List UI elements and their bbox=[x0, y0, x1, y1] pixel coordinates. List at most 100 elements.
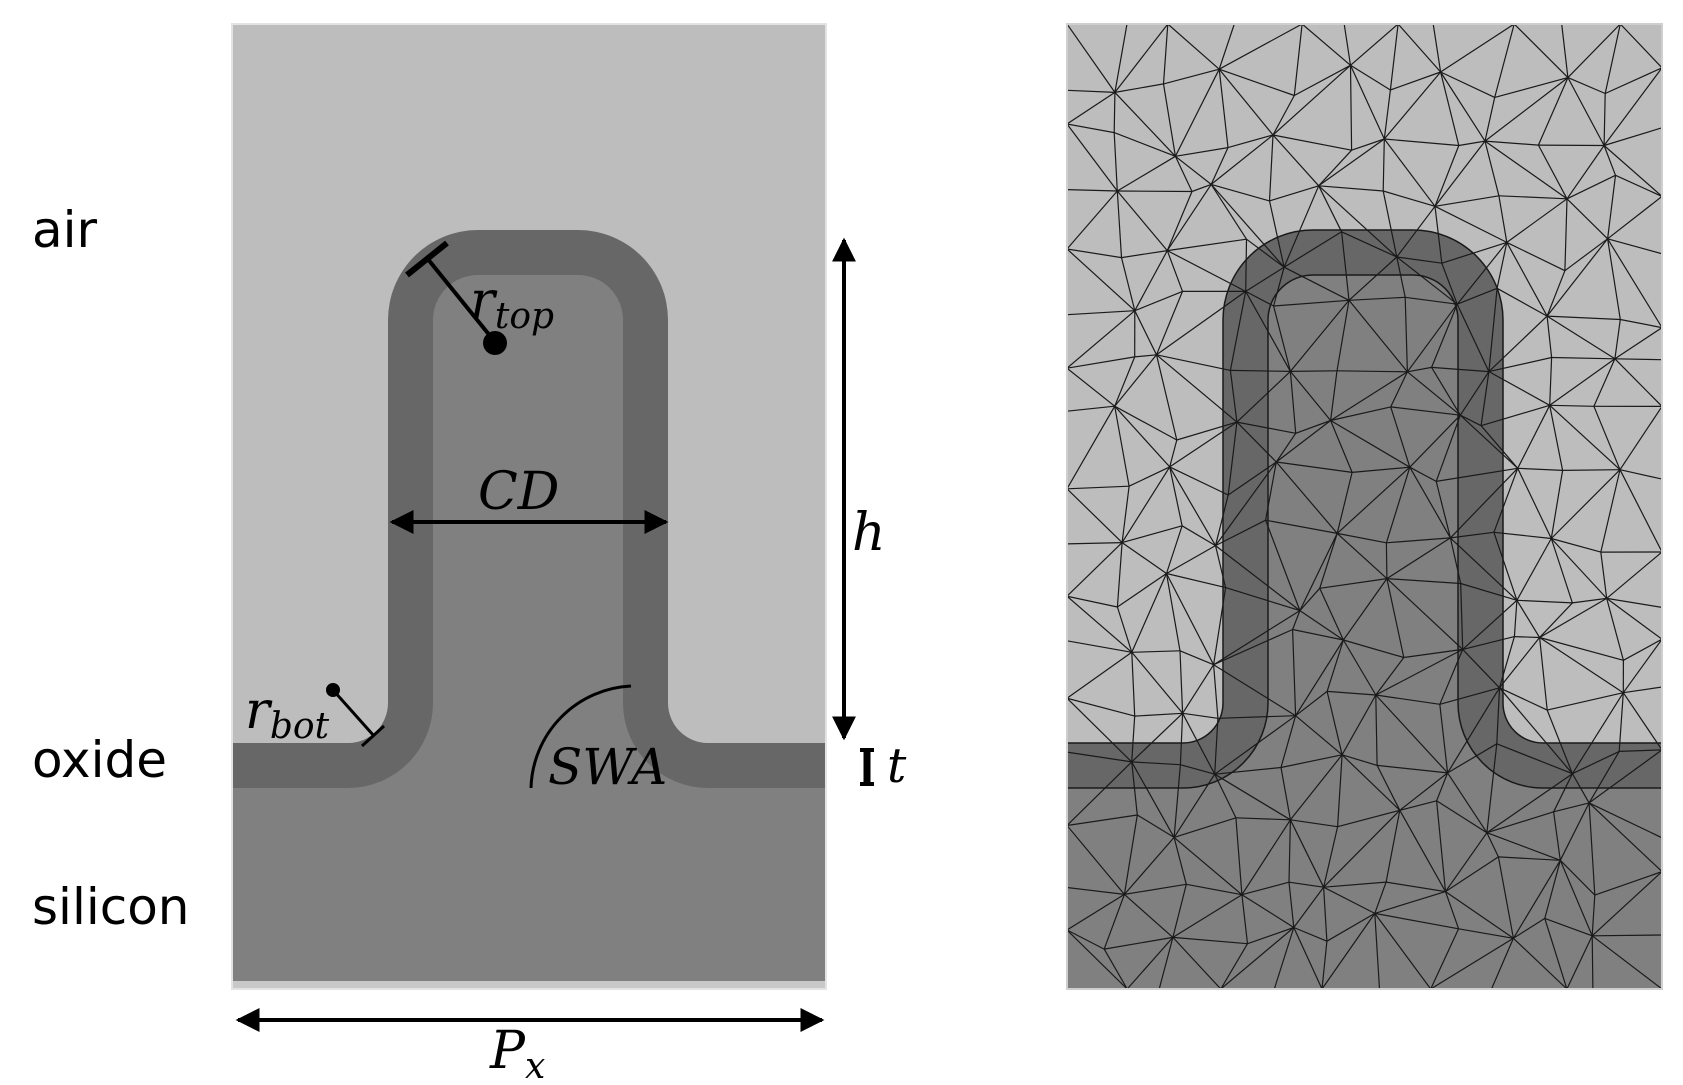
mesh-edge bbox=[1409, 466, 1451, 539]
mesh-edge bbox=[1494, 24, 1515, 98]
mesh-edge bbox=[1403, 648, 1463, 659]
mesh-edge bbox=[1173, 836, 1243, 896]
mesh-edge bbox=[1214, 718, 1219, 775]
mesh-edge bbox=[1067, 751, 1132, 763]
mesh-edge bbox=[1169, 466, 1183, 526]
mesh-edge bbox=[1348, 256, 1398, 301]
mesh-edge bbox=[1113, 92, 1116, 133]
mesh-edge bbox=[1121, 250, 1168, 259]
mesh-edge bbox=[1600, 552, 1608, 599]
mesh-edge bbox=[1280, 715, 1297, 768]
mesh-edge bbox=[1219, 68, 1295, 97]
mesh-edge bbox=[1131, 650, 1181, 653]
mesh-edge bbox=[1405, 296, 1458, 305]
mesh-edge bbox=[1114, 91, 1176, 157]
mesh-edge bbox=[1289, 299, 1350, 372]
mesh-edge bbox=[1566, 145, 1605, 200]
mesh-edge bbox=[1572, 750, 1620, 775]
mesh-edge bbox=[1210, 184, 1248, 240]
mesh-panel bbox=[1067, 24, 1662, 989]
mesh-edge bbox=[1165, 573, 1215, 665]
mesh-edge bbox=[1265, 519, 1338, 534]
mesh-edge bbox=[1215, 519, 1266, 547]
mesh-edge bbox=[1436, 800, 1488, 834]
mesh-edge bbox=[1407, 366, 1432, 373]
mesh-edge bbox=[1607, 238, 1662, 328]
mesh-edge bbox=[1375, 694, 1440, 705]
mesh-edge bbox=[1383, 89, 1391, 140]
mesh-edge bbox=[1215, 545, 1301, 612]
mesh-edge bbox=[1456, 303, 1490, 372]
mesh-edge bbox=[1486, 832, 1499, 858]
mesh-edge bbox=[1537, 144, 1568, 200]
mesh-edge bbox=[1289, 371, 1297, 434]
mesh-edge bbox=[1488, 371, 1550, 406]
mesh-edge bbox=[1539, 597, 1608, 639]
mesh-edge bbox=[1182, 712, 1218, 719]
mesh-edge bbox=[1218, 24, 1235, 70]
mesh-edge bbox=[1214, 494, 1229, 546]
mesh-edge bbox=[1174, 68, 1220, 157]
mesh-edge bbox=[1383, 71, 1442, 140]
mesh-edge bbox=[1067, 310, 1135, 316]
mesh-edge bbox=[1567, 77, 1605, 146]
mesh-edge bbox=[1396, 256, 1442, 264]
mesh-edge bbox=[1179, 713, 1184, 765]
mesh-edge bbox=[1124, 893, 1174, 938]
mesh-edge bbox=[1447, 687, 1501, 774]
mesh-edge bbox=[1067, 485, 1130, 490]
mesh-edge bbox=[1591, 935, 1594, 989]
mesh-edge bbox=[1547, 692, 1624, 711]
mesh-edge bbox=[1559, 859, 1596, 896]
mesh-edge bbox=[1440, 71, 1460, 146]
mesh-edge bbox=[1116, 190, 1123, 258]
mesh-edge bbox=[1176, 421, 1238, 441]
mesh-edge bbox=[1067, 405, 1115, 412]
r-top-annotation: rtop bbox=[405, 240, 554, 355]
mesh-edge bbox=[1567, 24, 1621, 79]
air-label: air bbox=[32, 201, 98, 259]
mesh-edge bbox=[1486, 743, 1498, 833]
mesh-edge bbox=[1167, 250, 1246, 292]
mesh-edge bbox=[1488, 315, 1548, 373]
mesh-edge bbox=[1214, 773, 1237, 819]
mesh-edge bbox=[1116, 542, 1123, 608]
mesh-edge bbox=[1553, 802, 1590, 813]
mesh-edge bbox=[1156, 290, 1247, 356]
silicon-region bbox=[232, 275, 826, 989]
mesh-edge bbox=[1236, 421, 1277, 463]
mesh-edge bbox=[1120, 257, 1136, 311]
mesh-edge bbox=[1166, 191, 1193, 251]
mesh-edge bbox=[1272, 95, 1295, 136]
mesh-edge bbox=[1323, 886, 1376, 914]
mesh-edge bbox=[1497, 856, 1514, 939]
mesh-edge bbox=[1386, 537, 1451, 544]
mesh-edge bbox=[1067, 488, 1123, 544]
mesh-edge bbox=[1486, 773, 1573, 834]
mesh-edge bbox=[1449, 467, 1519, 539]
mesh-edge bbox=[1386, 881, 1446, 893]
mesh-edge bbox=[1113, 132, 1176, 157]
mesh-edge bbox=[1385, 467, 1411, 543]
mesh-edge bbox=[1126, 937, 1174, 989]
mesh-edge bbox=[1449, 537, 1518, 601]
mesh-edge bbox=[1155, 291, 1184, 356]
mesh-edge bbox=[1496, 287, 1548, 317]
mesh-edge bbox=[1566, 174, 1616, 200]
mesh-edge bbox=[1318, 185, 1384, 192]
mesh-edge bbox=[1155, 354, 1178, 441]
mesh-edge bbox=[1290, 819, 1338, 828]
mesh-edge bbox=[1498, 636, 1515, 688]
mesh-edge bbox=[1067, 248, 1136, 312]
mesh-edge bbox=[1301, 24, 1351, 66]
mesh-edge bbox=[1342, 639, 1377, 696]
mesh-edge bbox=[1162, 24, 1169, 84]
mesh-edge bbox=[1341, 754, 1378, 766]
mesh-edge bbox=[1134, 354, 1157, 358]
mesh-edge bbox=[1323, 826, 1339, 888]
mesh-edge bbox=[1268, 134, 1274, 201]
mesh-edge bbox=[1179, 650, 1214, 666]
mesh-edge bbox=[1390, 371, 1408, 408]
mesh-edge bbox=[1114, 405, 1171, 468]
